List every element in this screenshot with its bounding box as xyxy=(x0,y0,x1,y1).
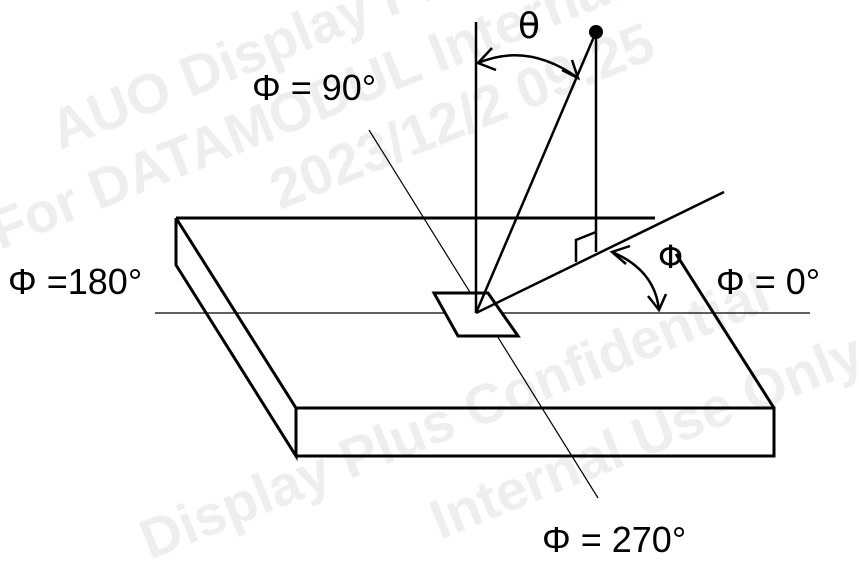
theta-arrow-right xyxy=(561,59,581,81)
phi-270-label: Φ = 270° xyxy=(542,519,686,560)
theta-arc xyxy=(475,47,581,81)
panel-left-face xyxy=(174,217,298,462)
theta-arrow-left xyxy=(475,47,497,72)
phi-180-label: Φ =180° xyxy=(8,261,142,302)
theta-label: θ xyxy=(518,6,540,47)
right-angle-marker xyxy=(574,230,597,262)
phi-90-label: Φ = 90° xyxy=(252,67,376,108)
viewing-direction-line xyxy=(474,31,598,314)
azimuth-line xyxy=(475,190,725,315)
measurement-spot xyxy=(431,291,521,338)
phi-label: Φ xyxy=(658,238,683,276)
panel-top-right-edge xyxy=(674,253,776,409)
panel-front-face xyxy=(296,406,776,458)
panel xyxy=(174,216,776,462)
phi-arrow-top xyxy=(609,244,631,265)
phi-0-label: Φ = 0° xyxy=(716,261,820,302)
phi-arrow-bottom xyxy=(647,293,668,313)
phi-arc xyxy=(609,244,668,313)
